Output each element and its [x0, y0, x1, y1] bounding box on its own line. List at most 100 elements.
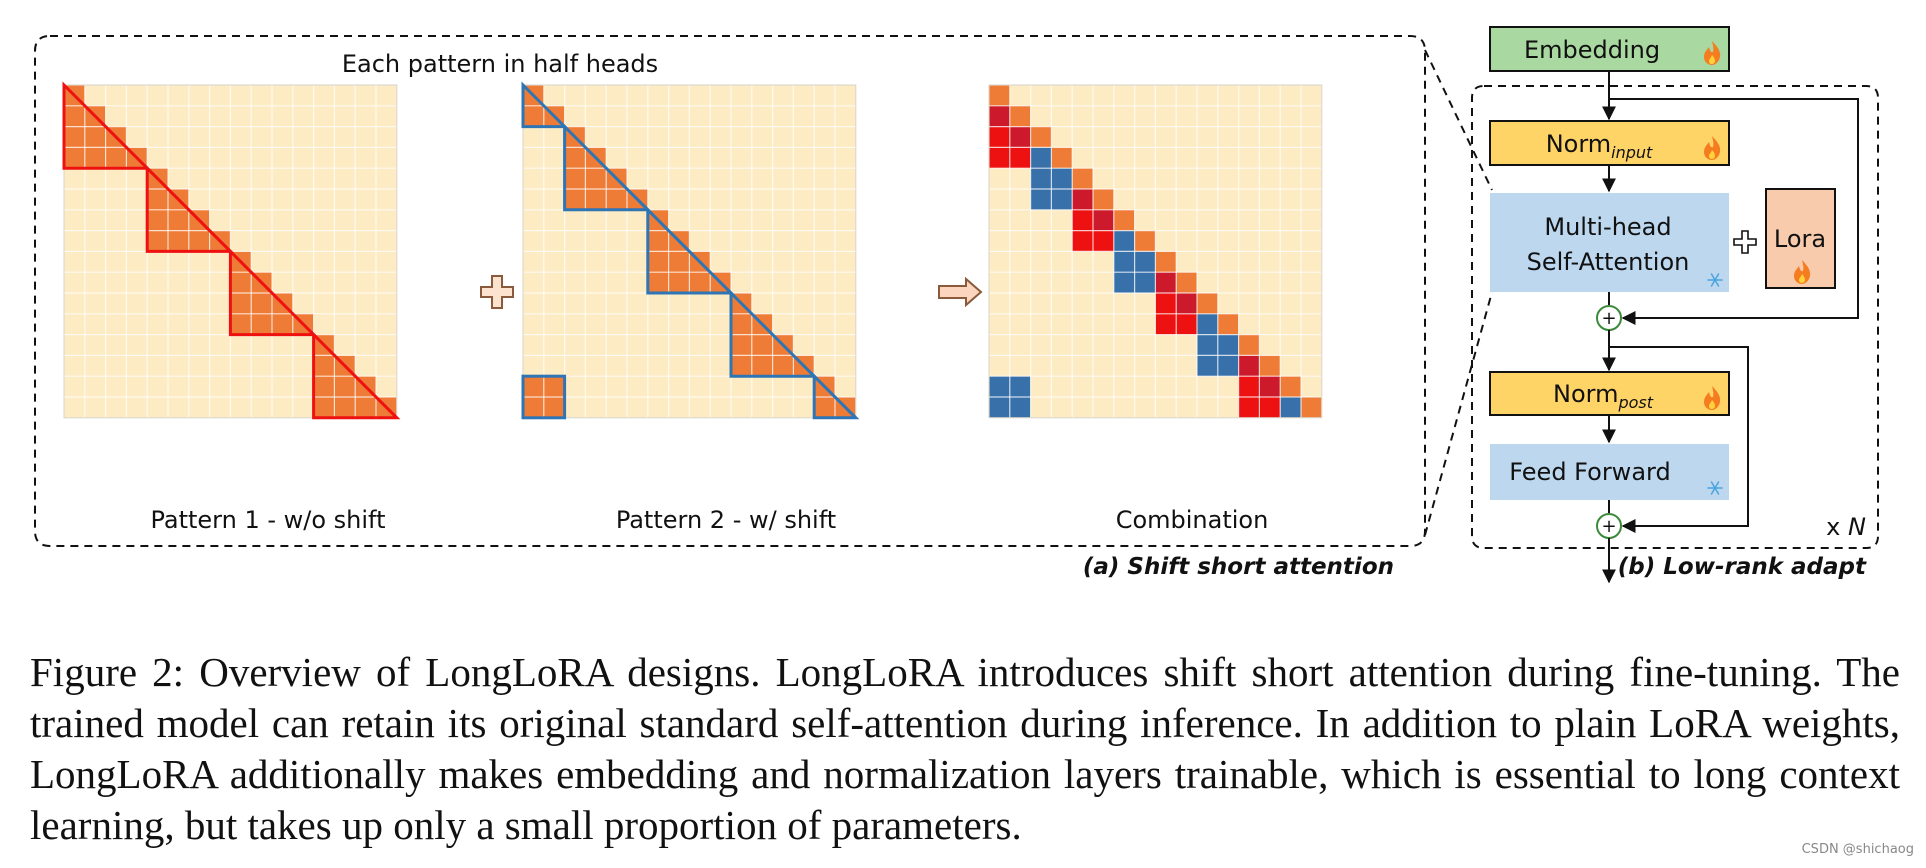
attention-cell: [313, 397, 335, 418]
attention-cell: [731, 355, 752, 377]
panel-a-caption: (a) Shift short attention: [1083, 554, 1394, 580]
attention-cell: [1009, 126, 1031, 148]
attention-cell: [731, 334, 752, 356]
attention-cell: [1176, 293, 1197, 314]
fire-icon: [1794, 260, 1811, 284]
attention-cell: [1155, 293, 1177, 314]
feed-forward-label: Feed Forward: [1509, 458, 1670, 486]
attention-cell: [1009, 376, 1031, 397]
attention-cell: [751, 355, 773, 377]
attention-cell: [1009, 397, 1031, 418]
attention-cell: [1176, 272, 1197, 293]
attention-cell: [1259, 355, 1281, 377]
attention-cell: [1238, 376, 1260, 397]
attention-cell: [1093, 189, 1114, 210]
attention-cell: [1134, 251, 1156, 273]
attention-cell: [751, 334, 773, 356]
attention-cell: [564, 189, 586, 210]
attention-cell: [147, 189, 168, 210]
figure-caption: Figure 2: Overview of LongLoRA designs. …: [30, 649, 1900, 848]
attention-cell: [1301, 397, 1322, 418]
matrix-frame: [988, 84, 1323, 419]
attention-cell: [1217, 355, 1239, 377]
attention-cell: [1238, 397, 1260, 418]
attention-cell: [168, 209, 189, 231]
pattern-1-matrix: [62, 81, 401, 420]
norm-post-label: Normpost: [1553, 380, 1654, 412]
attention-cell: [585, 189, 607, 210]
attention-cell: [230, 313, 252, 335]
attention-cell: [523, 105, 544, 127]
attention-cell: [1259, 397, 1281, 418]
attention-cell: [188, 230, 210, 252]
attention-cell: [251, 293, 272, 314]
norm-post-box: [1489, 371, 1730, 416]
attention-cell: [334, 397, 356, 418]
attention-cell: [1113, 230, 1135, 252]
matrix-frame: [522, 84, 857, 419]
block-outline: [563, 122, 652, 212]
watermark: CSDN @shichaog: [1801, 842, 1914, 857]
block-outline: [145, 164, 235, 253]
panel-a-dashed-frame: [34, 35, 1426, 547]
attention-cell: [1259, 376, 1281, 397]
feed-forward-box: [1490, 444, 1729, 500]
attention-cell: [1030, 189, 1052, 210]
attention-cell: [523, 397, 544, 418]
attention-cell: [1155, 313, 1177, 335]
block-outline: [228, 247, 318, 337]
block-outline: [312, 330, 401, 420]
right-arrow-icon: [938, 276, 983, 308]
block-outline: [646, 206, 735, 295]
attention-cell: [989, 105, 1010, 127]
multi-head-label-line2: Self-Attention: [1527, 248, 1690, 276]
attention-cell: [1238, 355, 1260, 377]
attention-cell: [1197, 293, 1218, 314]
flow-arrows: [1602, 71, 1859, 584]
pattern-1-label: Pattern 1 - w/o shift: [150, 506, 385, 534]
block-outline: [62, 81, 151, 170]
attention-cell: [543, 397, 565, 418]
attention-cell: [1176, 313, 1197, 335]
attention-cell: [1197, 334, 1218, 356]
attention-cell: [1134, 272, 1156, 293]
attention-cell: [989, 397, 1010, 418]
attention-cell: [84, 147, 106, 169]
attention-cell: [1134, 230, 1156, 252]
attention-cell: [1030, 168, 1052, 189]
attention-cell: [313, 355, 335, 377]
block-outline: [812, 372, 860, 420]
attention-cell: [772, 355, 794, 377]
attention-cell: [989, 126, 1010, 148]
attention-cell: [989, 85, 1010, 106]
attention-cell: [814, 397, 835, 418]
norm-input-label: Norminput: [1546, 130, 1653, 162]
pattern-2-matrix: [521, 81, 860, 420]
panel-b-caption: (b) Low-rank adapt: [1618, 554, 1867, 580]
attention-cell: [1197, 313, 1218, 335]
snowflake-icon: [1707, 481, 1723, 495]
repeat-n-label: x N: [1826, 513, 1866, 541]
attention-cell: [585, 168, 607, 189]
attention-cell: [989, 376, 1010, 397]
attention-cell: [1155, 251, 1177, 273]
attention-cell: [731, 313, 752, 335]
attention-cell: [564, 168, 586, 189]
attention-cell: [230, 293, 252, 314]
attention-cell: [1030, 147, 1052, 169]
lora-label: Lora: [1774, 225, 1826, 253]
snowflake-icon: [1707, 273, 1723, 287]
attention-cell: [989, 147, 1010, 169]
pattern-2-label: Pattern 2 - w/ shift: [616, 506, 836, 534]
attention-cell: [1113, 209, 1135, 231]
embedding-label: Embedding: [1524, 36, 1660, 64]
fire-icon: [1704, 386, 1721, 410]
panel-a-shift-short-attention: Each pattern in half heads Pattern 1 - w…: [34, 35, 1426, 580]
attention-cell: [1072, 209, 1093, 231]
combination-matrix: [988, 84, 1323, 419]
figure-2: Each pattern in half heads Pattern 1 - w…: [34, 26, 1879, 584]
attention-cell: [1093, 230, 1114, 252]
attention-cell: [1217, 313, 1239, 335]
attention-cell: [1197, 355, 1218, 377]
attention-cell: [272, 313, 293, 335]
